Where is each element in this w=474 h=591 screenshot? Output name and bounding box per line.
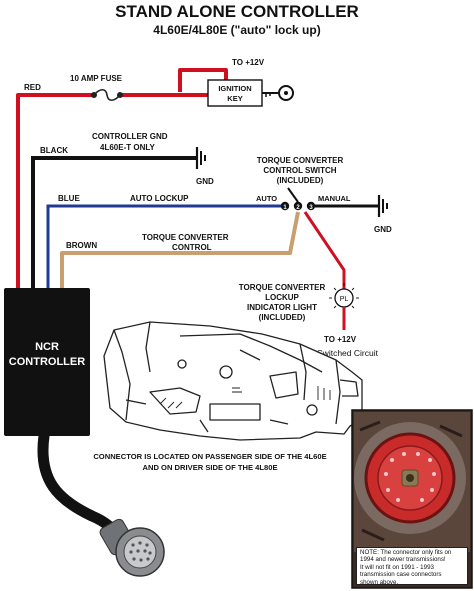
tc-control-label-1: TORQUE CONVERTER xyxy=(142,233,229,242)
switch-title-3: (INCLUDED) xyxy=(277,176,324,185)
note-line-1: NOTE: The connector only fits on xyxy=(360,549,452,556)
tc-control-label-2: CONTROL xyxy=(172,243,212,252)
controller-gnd-label-1: CONTROLLER GND xyxy=(92,132,168,141)
indicator-label-4: (INCLUDED) xyxy=(259,313,306,322)
switch-pin-2: 2 xyxy=(296,205,300,211)
ncr-label-2: CONTROLLER xyxy=(9,356,85,368)
black-wire-label: BLACK xyxy=(40,146,68,155)
manual-label: MANUAL xyxy=(318,194,351,203)
black-wire xyxy=(31,156,196,290)
ignition-key-label-1: IGNITION xyxy=(218,84,251,93)
control-switch: 1 2 3 xyxy=(280,187,316,211)
harness-cable xyxy=(37,430,122,541)
ncr-label-1: NCR xyxy=(35,341,59,353)
blue-wire-label: BLUE xyxy=(58,194,80,203)
note-line-2: 1994 and newer transmissions! xyxy=(360,556,446,564)
switch-pin-3: 3 xyxy=(309,205,313,211)
fuse-icon xyxy=(91,88,123,102)
brown-wire-label: BROWN xyxy=(66,241,97,250)
controller-gnd-label-2: 4L60E-T ONLY xyxy=(100,143,155,152)
connector-plug-icon xyxy=(99,518,165,577)
transmission-drawing xyxy=(103,321,363,441)
pl-label: PL xyxy=(340,296,349,303)
switch-title-1: TORQUE CONVERTER xyxy=(257,156,344,165)
to-12v-bottom-label: TO +12V xyxy=(324,335,357,344)
title-line-2: 4L60E/4L80E ("auto" lock up) xyxy=(153,23,320,37)
switch-pin-1: 1 xyxy=(283,205,287,211)
fuse-label: 10 AMP FUSE xyxy=(70,74,123,83)
connector-note-line-1: CONNECTOR IS LOCATED ON PASSENGER SIDE O… xyxy=(93,452,326,461)
ground-right-icon xyxy=(377,195,388,217)
blue-wire xyxy=(46,204,282,290)
auto-lockup-label: AUTO LOCKUP xyxy=(130,194,189,203)
indicator-red-wire xyxy=(303,211,346,290)
note-line-4: transmission case connectors xyxy=(360,571,442,579)
red-wire xyxy=(16,68,228,290)
ignition-key-icon xyxy=(262,85,294,101)
indicator-label-1: TORQUE CONVERTER xyxy=(239,283,326,292)
gnd-left-label: GND xyxy=(196,177,214,186)
connector-note-line-2: AND ON DRIVER SIDE OF THE 4L80E xyxy=(142,463,277,472)
indicator-label-3: INDICATOR LIGHT xyxy=(247,303,317,312)
ground-left-icon xyxy=(195,147,206,169)
key-switched-label: Key Switched Circuit xyxy=(300,348,379,358)
gnd-right-label: GND xyxy=(374,225,392,234)
note-line-5: shown above. xyxy=(360,578,399,586)
auto-label: AUTO xyxy=(256,194,277,203)
to-12v-top-label: TO +12V xyxy=(232,58,265,67)
connector-fit-note: NOTE: The connector only fits on 1994 an… xyxy=(356,547,468,586)
title-line-1: STAND ALONE CONTROLLER xyxy=(115,2,359,21)
indicator-label-2: LOCKUP xyxy=(265,293,299,302)
red-wire-label: RED xyxy=(24,83,41,92)
brown-wire xyxy=(60,211,300,290)
ncr-controller-box xyxy=(4,288,90,436)
ignition-key-box xyxy=(207,79,263,107)
note-line-3: It will not fit on 1991 - 1993 xyxy=(360,563,434,571)
ignition-key-label-2: KEY xyxy=(227,94,242,103)
switch-title-2: CONTROL SWITCH xyxy=(263,166,336,175)
